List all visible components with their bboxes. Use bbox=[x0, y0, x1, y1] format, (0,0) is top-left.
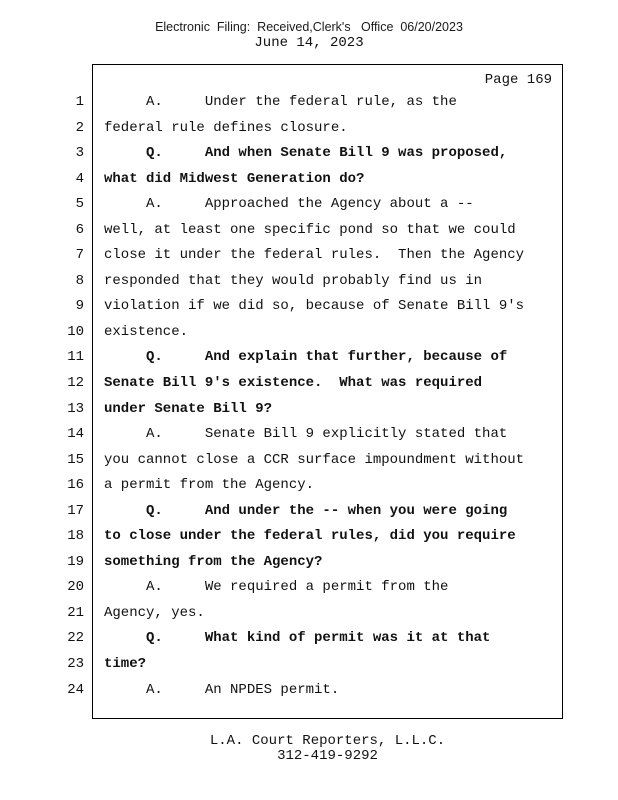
line-number: 17 bbox=[67, 502, 84, 519]
transcript-line: 6 well, at least one specific pond so tha… bbox=[58, 218, 524, 244]
line-text: Senate Bill 9's existence. What was requ… bbox=[104, 375, 483, 392]
line-text: well, at least one specific pond so that… bbox=[104, 221, 516, 238]
line-number: 4 bbox=[75, 170, 84, 187]
transcript-line: 7 close it under the federal rules. Then … bbox=[58, 243, 524, 269]
line-text: A. An NPDES permit. bbox=[104, 681, 340, 698]
transcript-line: 16 a permit from the Agency. bbox=[58, 473, 524, 499]
line-number: 10 bbox=[67, 323, 84, 340]
transcript-line: 20 A. We required a permit from the bbox=[58, 575, 524, 601]
transcript-line: 21 Agency, yes. bbox=[58, 601, 524, 627]
transcript-line: 3 Q. And when Senate Bill 9 was proposed… bbox=[58, 141, 524, 167]
line-number: 3 bbox=[75, 145, 84, 162]
line-number: 9 bbox=[75, 298, 84, 315]
line-number: 19 bbox=[67, 553, 84, 570]
efiling-stamp: Electronic Filing: Received,Clerk's Offi… bbox=[155, 20, 463, 34]
transcript-line: 15 you cannot close a CCR surface impound… bbox=[58, 448, 524, 474]
line-number: 23 bbox=[67, 656, 84, 673]
line-text: close it under the federal rules. Then t… bbox=[104, 247, 525, 264]
transcript-line: 24 A. An NPDES permit. bbox=[58, 678, 524, 704]
line-text: federal rule defines closure. bbox=[104, 119, 348, 136]
line-text: A. Under the federal rule, as the bbox=[104, 94, 457, 110]
line-number: 1 bbox=[75, 94, 84, 110]
transcript-line: 17 Q. And under the -- when you were goi… bbox=[58, 499, 524, 525]
deposition-date: June 14, 2023 bbox=[254, 35, 364, 51]
court-reporter-phone: 312-419-9292 bbox=[277, 748, 378, 764]
transcript-line: 18 to close under the federal rules, did … bbox=[58, 524, 524, 550]
line-number: 13 bbox=[67, 400, 84, 417]
line-text: you cannot close a CCR surface impoundme… bbox=[104, 451, 525, 468]
line-number: 11 bbox=[67, 349, 84, 366]
transcript-line: 9 violation if we did so, because of Sena… bbox=[58, 294, 524, 320]
line-number: 6 bbox=[75, 221, 84, 238]
transcript-line: 12 Senate Bill 9's existence. What was re… bbox=[58, 371, 524, 397]
transcript-line: 1 A. Under the federal rule, as the bbox=[58, 90, 524, 116]
transcript-line: 10 existence. bbox=[58, 320, 524, 346]
transcript-border-box: Page 169 bbox=[92, 64, 563, 719]
line-text: existence. bbox=[104, 323, 189, 340]
transcript-line: 23 time? bbox=[58, 652, 524, 678]
line-number: 16 bbox=[67, 477, 84, 494]
court-reporter-name: L.A. Court Reporters, L.L.C. bbox=[209, 733, 446, 749]
line-number: 7 bbox=[75, 247, 84, 264]
line-number: 18 bbox=[67, 528, 84, 545]
line-number: 2 bbox=[75, 119, 84, 136]
transcript-line: 4 what did Midwest Generation do? bbox=[58, 167, 524, 193]
line-text: Q. And under the -- when you were going bbox=[104, 502, 508, 519]
line-number: 15 bbox=[67, 451, 84, 468]
line-number: 8 bbox=[75, 272, 84, 289]
line-text: something from the Agency? bbox=[104, 553, 323, 570]
transcript-line: 19 something from the Agency? bbox=[58, 550, 524, 576]
line-text: to close under the federal rules, did yo… bbox=[104, 528, 516, 545]
line-text: A. Approached the Agency about a -- bbox=[104, 196, 474, 213]
transcript-line: 14 A. Senate Bill 9 explicitly stated th… bbox=[58, 422, 524, 448]
transcript-lines: 1 A. Under the federal rule, as the 2 fede… bbox=[58, 90, 524, 703]
line-text: under Senate Bill 9? bbox=[104, 400, 273, 417]
line-text: A. Senate Bill 9 explicitly stated that bbox=[104, 426, 508, 443]
transcript-line: 11 Q. And explain that further, because … bbox=[58, 345, 524, 371]
line-text: time? bbox=[104, 656, 147, 673]
transcript-line: 5 A. Approached the Agency about a -- bbox=[58, 192, 524, 218]
line-number: 14 bbox=[67, 426, 84, 443]
line-text: violation if we did so, because of Senat… bbox=[104, 298, 525, 315]
page-number-label: Page 169 bbox=[484, 72, 552, 88]
transcript-line: 13 under Senate Bill 9? bbox=[58, 397, 524, 423]
transcript-line: 8 responded that they would probably find… bbox=[58, 269, 524, 295]
line-number: 5 bbox=[75, 196, 84, 213]
transcript-line: 22 Q. What kind of permit was it at that bbox=[58, 626, 524, 652]
line-text: Q. And explain that further, because of bbox=[104, 349, 508, 366]
line-number: 21 bbox=[67, 604, 84, 621]
line-text: responded that they would probably find … bbox=[104, 272, 483, 289]
line-text: Q. What kind of permit was it at that bbox=[104, 630, 491, 647]
transcript-line: 2 federal rule defines closure. bbox=[58, 116, 524, 142]
line-number: 22 bbox=[67, 630, 84, 647]
line-text: Q. And when Senate Bill 9 was proposed, bbox=[104, 145, 508, 162]
line-text: what did Midwest Generation do? bbox=[104, 170, 365, 187]
line-number: 24 bbox=[67, 681, 84, 698]
line-number: 12 bbox=[67, 375, 84, 392]
line-text: A. We required a permit from the bbox=[104, 579, 449, 596]
line-number: 20 bbox=[67, 579, 84, 596]
line-text: a permit from the Agency. bbox=[104, 477, 315, 494]
line-text: Agency, yes. bbox=[104, 604, 205, 621]
